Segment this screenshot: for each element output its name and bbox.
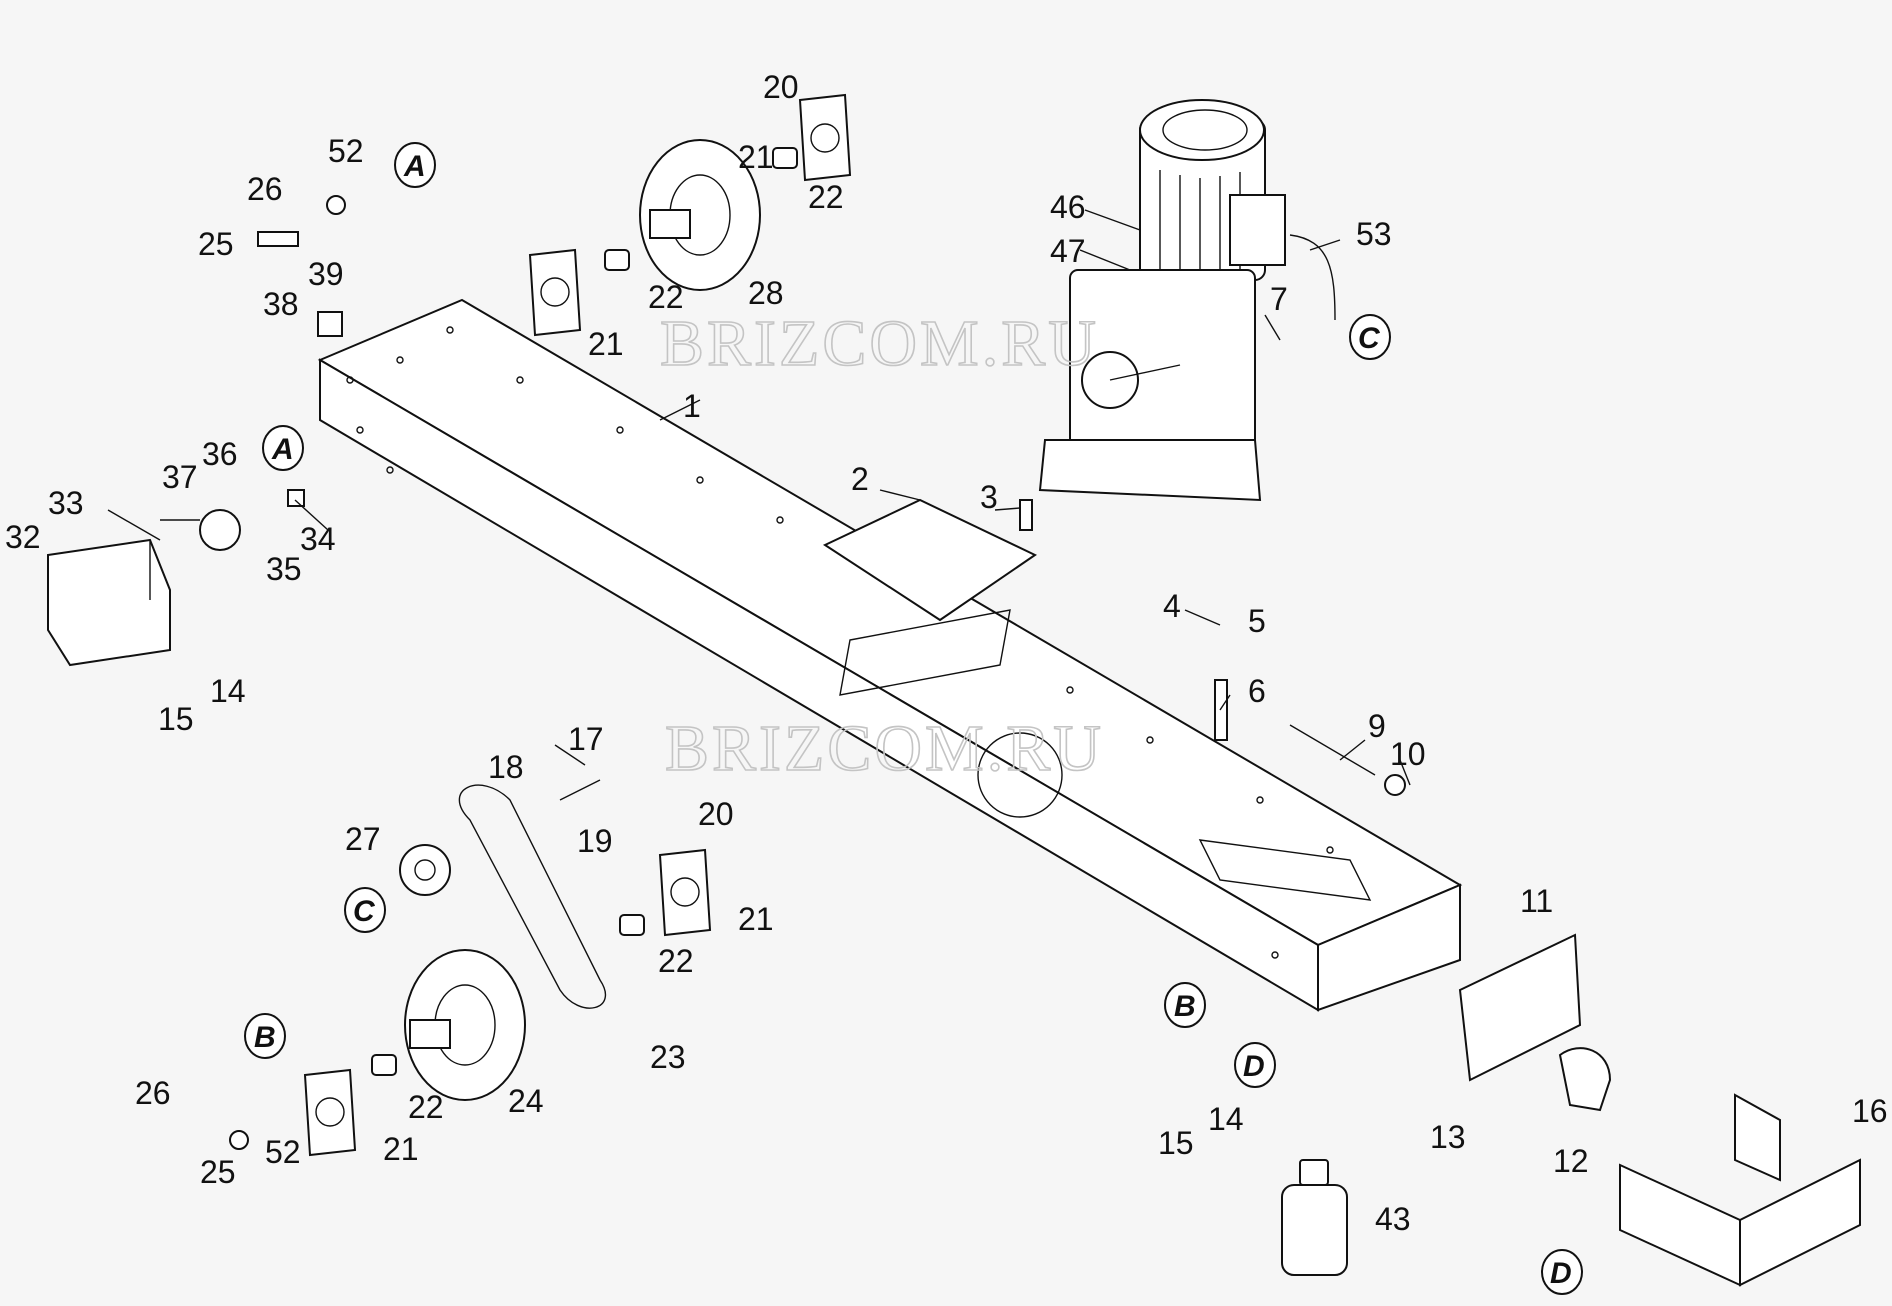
bearing-flange-3 <box>658 848 712 937</box>
callout-1: 1 <box>683 388 701 424</box>
bearing-flange-1 <box>528 248 582 337</box>
callout-33: 33 <box>48 485 84 521</box>
callout-5: 5 <box>1248 603 1266 639</box>
callout-27: 27 <box>345 821 381 857</box>
callout-9: 9 <box>1368 708 1386 744</box>
mounting-frame <box>1619 1093 1861 1287</box>
callout-21-c: 21 <box>738 901 774 937</box>
ref-b-left: B <box>254 1021 276 1054</box>
callout-38: 38 <box>263 286 299 322</box>
callout-15-left: 15 <box>158 701 194 737</box>
callout-3: 3 <box>980 479 998 515</box>
callout-22-d: 22 <box>408 1089 444 1125</box>
callout-26-bottom: 26 <box>135 1075 171 1111</box>
callout-16: 16 <box>1852 1093 1888 1129</box>
callout-7: 7 <box>1270 281 1288 317</box>
ref-d-bottom: D <box>1550 1257 1572 1290</box>
callout-52-bottom: 52 <box>265 1134 301 1170</box>
callout-20-mid: 20 <box>698 796 734 832</box>
callout-32: 32 <box>5 519 41 555</box>
callout-2: 2 <box>851 461 869 497</box>
sensor-cover <box>47 538 171 667</box>
leader-lines <box>107 209 1411 801</box>
callout-11: 11 <box>1520 883 1553 919</box>
drive-chain <box>458 784 607 1009</box>
pulley-upper <box>639 139 761 291</box>
callout-26-top: 26 <box>247 171 283 207</box>
callout-37: 37 <box>162 459 198 495</box>
callout-46: 46 <box>1050 189 1086 225</box>
ref-b-right: B <box>1174 990 1196 1023</box>
oil-bottle <box>1281 1159 1348 1276</box>
callout-21-a: 21 <box>588 326 624 362</box>
callout-17: 17 <box>568 721 604 757</box>
watermark-upper: BRIZCOM.RU <box>660 307 1099 380</box>
ref-a-top: A <box>403 150 426 183</box>
callout-21-d: 21 <box>383 1131 419 1167</box>
callout-35: 35 <box>266 551 302 587</box>
callout-12: 12 <box>1553 1143 1589 1179</box>
callout-14-left: 14 <box>210 673 246 709</box>
bearing-flange-4 <box>303 1068 357 1157</box>
ref-c-right: C <box>1358 322 1381 355</box>
callout-52-top: 52 <box>328 133 364 169</box>
callout-25-bottom: 25 <box>200 1154 236 1190</box>
callout-22-c: 22 <box>658 943 694 979</box>
callout-21-b: 21 <box>738 139 774 175</box>
callout-6: 6 <box>1248 673 1266 709</box>
cover-plate <box>822 498 1037 622</box>
callout-15-right: 15 <box>1158 1125 1194 1161</box>
hook <box>1558 1047 1612 1112</box>
callout-18: 18 <box>488 749 524 785</box>
callout-13: 13 <box>1430 1119 1466 1155</box>
main-beam <box>317 298 1463 1012</box>
pulley-lower <box>404 949 526 1101</box>
callout-4: 4 <box>1163 588 1181 624</box>
bearing-flange-2 <box>798 93 852 182</box>
sensor <box>199 509 241 551</box>
ref-c-left: C <box>353 895 376 928</box>
ref-d-mid: D <box>1243 1050 1265 1083</box>
callout-39: 39 <box>308 256 344 292</box>
callout-10: 10 <box>1390 736 1426 772</box>
callout-22-a: 22 <box>648 279 684 315</box>
callout-24: 24 <box>508 1083 544 1119</box>
watermark-lower: BRIZCOM.RU <box>665 712 1104 785</box>
ref-a-left: A <box>271 433 294 466</box>
callout-34: 34 <box>300 521 336 557</box>
sprocket <box>399 844 451 896</box>
tension-bracket <box>1458 933 1582 1082</box>
callout-47: 47 <box>1050 233 1086 269</box>
callout-25-top: 25 <box>198 226 234 262</box>
callout-23: 23 <box>650 1039 686 1075</box>
callouts: 1 2 3 4 5 6 7 9 10 11 12 13 14 15 16 17 … <box>5 69 1888 1237</box>
gear-motor <box>1038 99 1336 502</box>
callout-28: 28 <box>748 275 784 311</box>
callout-20-top: 20 <box>763 69 799 105</box>
reference-markers: A A B B C C D D <box>244 142 1583 1295</box>
callout-14-right: 14 <box>1208 1101 1244 1137</box>
callout-43: 43 <box>1375 1201 1411 1237</box>
callout-22-b: 22 <box>808 179 844 215</box>
hardware <box>229 147 1406 1150</box>
callout-19: 19 <box>577 823 613 859</box>
callout-53: 53 <box>1356 216 1392 252</box>
callout-36: 36 <box>202 436 238 472</box>
